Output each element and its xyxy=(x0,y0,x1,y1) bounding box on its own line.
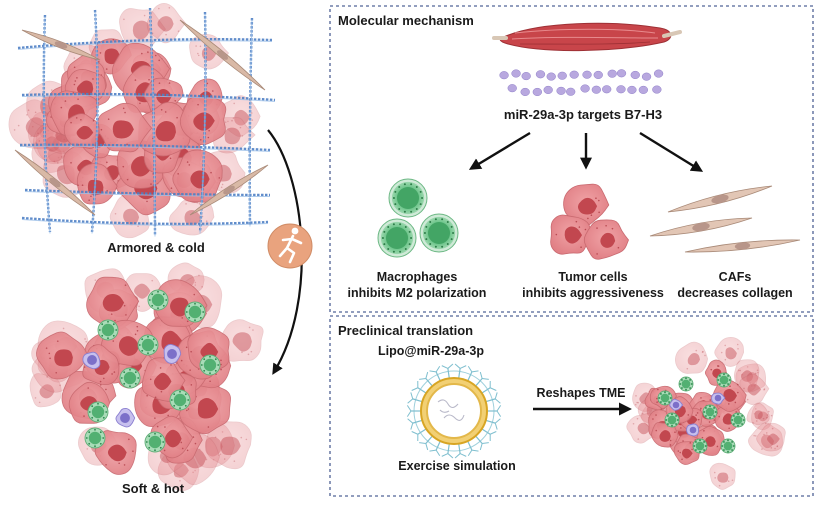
soft-hot-tumor xyxy=(30,263,263,491)
tumor-cells-effect-label: inhibits aggressiveness xyxy=(522,285,664,301)
muscle-icon xyxy=(494,23,680,50)
liposome-icon xyxy=(407,364,500,458)
macrophages-label: Macrophages xyxy=(377,269,458,285)
arrow-to-macrophages xyxy=(472,133,530,168)
mirna-dots xyxy=(500,69,663,95)
running-person-icon xyxy=(268,224,312,268)
macrophages-icon xyxy=(378,179,458,257)
mirna-target-label: miR-29a-3p targets B7-H3 xyxy=(504,107,662,123)
molecular-mechanism-panel xyxy=(330,6,813,312)
reshapes-tme-label: Reshapes TME xyxy=(537,385,626,401)
tumor-cells-icon xyxy=(551,184,629,259)
macrophages-effect-label: inhibits M2 polarization xyxy=(348,285,487,301)
lipo-mirna-label: Lipo@miR-29a-3p xyxy=(378,343,484,359)
cafs-icon xyxy=(650,186,800,252)
exercise-simulation-label: Exercise simulation xyxy=(398,458,515,474)
cafs-label: CAFs xyxy=(719,269,752,285)
tumor-cells-label: Tumor cells xyxy=(558,269,627,285)
armored-cold-label: Armored & cold xyxy=(107,240,205,256)
molecular-mechanism-title: Molecular mechanism xyxy=(338,13,474,29)
preclinical-translation-title: Preclinical translation xyxy=(338,323,473,339)
soft-hot-label: Soft & hot xyxy=(122,481,184,497)
cafs-effect-label: decreases collagen xyxy=(677,285,792,301)
reshaped-tumor-icon xyxy=(627,337,786,489)
arrow-to-cafs xyxy=(640,133,700,170)
